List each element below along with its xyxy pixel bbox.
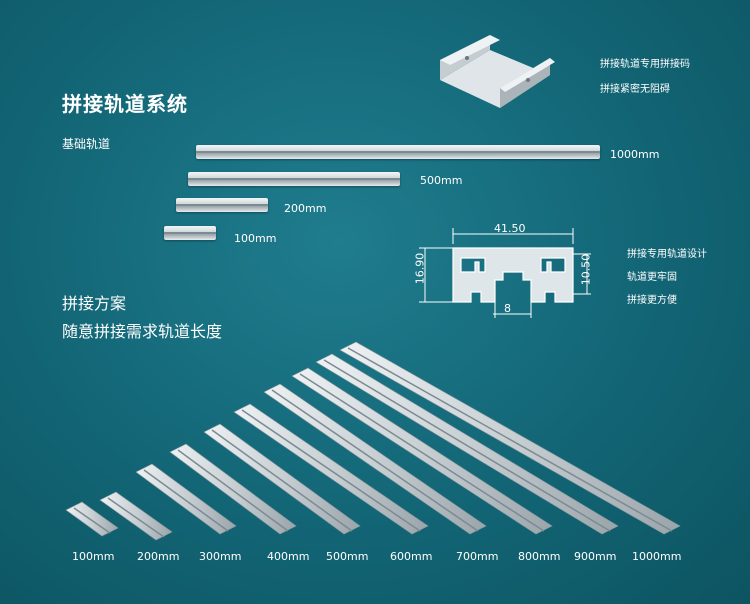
page-title: 拼接轨道系统: [62, 92, 188, 116]
spliced-rails-diagram: [65, 341, 681, 541]
connector-image: [440, 35, 555, 108]
length-label-700: 700mm: [456, 550, 499, 563]
profile-note-3: 拼接更方便: [627, 295, 677, 306]
connector-line2: 拼接紧密无阻碍: [600, 84, 670, 95]
rail-100mm: [164, 226, 216, 240]
dim-slot: 8: [504, 302, 511, 315]
dim-inner-height: 10.50: [579, 253, 593, 286]
length-label-600: 600mm: [390, 550, 433, 563]
basic-rail-label: 基础轨道: [62, 137, 111, 151]
length-label-900: 900mm: [574, 550, 617, 563]
length-label-100: 100mm: [72, 550, 115, 563]
length-label-800: 800mm: [518, 550, 561, 563]
dim-width: 41.50: [494, 222, 526, 235]
profile-diagram: [419, 228, 591, 318]
section-title: 拼接方案: [62, 294, 127, 313]
connector-line1: 拼接轨道专用拼接码: [600, 59, 690, 70]
profile-note-1: 拼接专用轨道设计: [627, 249, 707, 260]
dim-height: 16.90: [413, 252, 427, 285]
section-subtitle: 随意拼接需求轨道长度: [62, 322, 223, 341]
length-label-200: 200mm: [137, 550, 180, 563]
rail-500mm: [188, 172, 400, 186]
rail-200mm: [176, 198, 268, 212]
rail-1000mm: [196, 145, 600, 159]
length-label-500: 500mm: [326, 550, 369, 563]
rail-500mm-label: 500mm: [420, 174, 463, 187]
rail-100mm-label: 100mm: [234, 232, 277, 245]
rail-1000mm-label: 1000mm: [610, 148, 660, 161]
profile-note-2: 轨道更牢固: [627, 272, 677, 283]
rail-200mm-label: 200mm: [284, 202, 327, 215]
length-label-1000: 1000mm: [632, 550, 682, 563]
length-label-400: 400mm: [267, 550, 310, 563]
length-label-300: 300mm: [199, 550, 242, 563]
